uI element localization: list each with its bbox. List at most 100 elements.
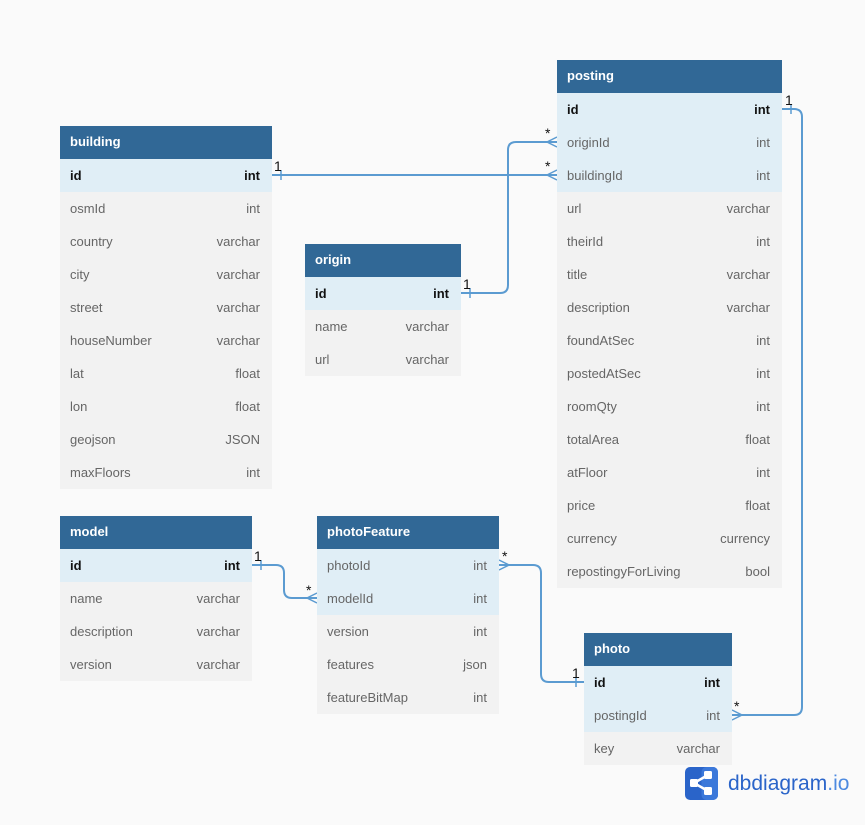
table-header[interactable]: photo xyxy=(584,633,732,666)
field-row[interactable]: modelId int xyxy=(317,582,499,615)
field-type: int xyxy=(756,366,770,381)
field-name: modelId xyxy=(327,591,374,606)
field-name: price xyxy=(567,498,596,513)
field-name: foundAtSec xyxy=(567,333,635,348)
share-icon xyxy=(685,767,718,800)
field-name: description xyxy=(70,624,133,639)
table-header[interactable]: photoFeature xyxy=(317,516,499,549)
field-type: int xyxy=(246,465,260,480)
dbdiagram-logo[interactable]: dbdiagram.io xyxy=(685,767,849,800)
field-type: int xyxy=(473,591,487,606)
field-type: float xyxy=(235,399,260,414)
field-name: street xyxy=(70,300,103,315)
field-name: lon xyxy=(70,399,88,414)
field-row[interactable]: description varchar xyxy=(557,291,782,324)
table-header[interactable]: origin xyxy=(305,244,461,277)
field-name: atFloor xyxy=(567,465,608,480)
link-origin-posting xyxy=(461,141,557,294)
field-name: title xyxy=(567,267,588,282)
field-row[interactable]: key varchar xyxy=(584,732,732,765)
field-row[interactable]: lat float xyxy=(60,357,272,390)
field-type: int xyxy=(706,708,720,723)
field-name: currency xyxy=(567,531,617,546)
field-type: int xyxy=(224,558,240,573)
field-row[interactable]: description varchar xyxy=(60,615,252,648)
field-type: int xyxy=(704,675,720,690)
field-name: id xyxy=(567,102,579,117)
field-type: varchar xyxy=(216,333,260,348)
field-name: id xyxy=(70,558,82,573)
cardinality-one: 1 xyxy=(254,548,262,564)
field-row[interactable]: lon float xyxy=(60,390,272,423)
field-name: roomQty xyxy=(567,399,617,414)
table-header[interactable]: model xyxy=(60,516,252,549)
table-header[interactable]: building xyxy=(60,126,272,159)
field-type: int xyxy=(433,286,449,301)
field-type: varchar xyxy=(676,741,720,756)
field-name: key xyxy=(594,741,615,756)
field-type: float xyxy=(235,366,260,381)
field-name: buildingId xyxy=(567,168,623,183)
field-type: varchar xyxy=(216,300,260,315)
field-type: varchar xyxy=(216,234,260,249)
field-type: bool xyxy=(745,564,770,579)
field-row[interactable]: street varchar xyxy=(60,291,272,324)
field-type: int xyxy=(473,624,487,639)
field-name: name xyxy=(315,319,348,334)
field-type: varchar xyxy=(726,300,770,315)
field-name: lat xyxy=(70,366,84,381)
field-name: city xyxy=(70,267,90,282)
field-type: int xyxy=(246,201,260,216)
field-type: varchar xyxy=(196,624,240,639)
field-row[interactable]: id int xyxy=(60,549,252,582)
field-type: int xyxy=(754,102,770,117)
field-type: json xyxy=(463,657,487,672)
field-row[interactable]: id int xyxy=(557,93,782,126)
cardinality-many: * xyxy=(306,582,312,598)
cardinality-many: * xyxy=(502,548,508,564)
link-model-photofeature xyxy=(252,564,317,599)
table-header[interactable]: posting xyxy=(557,60,782,93)
field-type: int xyxy=(756,234,770,249)
many-markers xyxy=(305,136,744,721)
field-name: description xyxy=(567,300,630,315)
cardinality-many: * xyxy=(545,125,551,141)
